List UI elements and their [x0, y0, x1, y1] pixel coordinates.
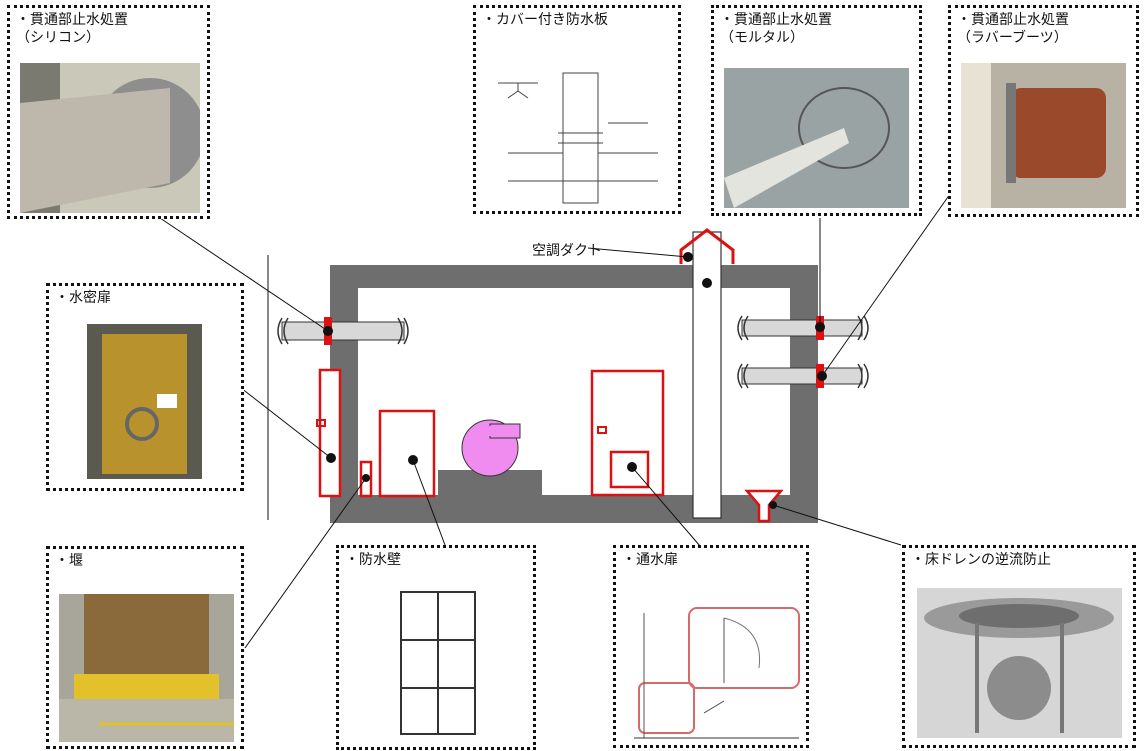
callout-weir-title: ・堰 [55, 553, 83, 569]
callout-mortar-title: ・貫通部止水処置 （モルタル） [720, 12, 832, 46]
floor-drain-photo [917, 588, 1122, 738]
flood-wall-drawing [400, 591, 476, 735]
air-duct [679, 228, 735, 519]
silicone-photo [20, 63, 200, 213]
flap-door-shape [590, 369, 665, 497]
callout-rubber-boots: ・貫通部止水処置 （ラバーブーツ） [948, 5, 1139, 217]
air-duct-label: 空調ダクト [532, 243, 602, 259]
cover-plate-drawing [498, 72, 658, 204]
callout-silicone-title: ・貫通部止水処置 （シリコン） [16, 12, 128, 46]
callout-floor-drain-title: ・床ドレンの逆流防止 [911, 552, 1051, 568]
building-walls [330, 265, 818, 523]
fan-shape [461, 419, 521, 477]
callout-watertight-door: ・水密扉 [46, 283, 244, 491]
watertight-door-shape [316, 368, 342, 498]
callout-cover-plate-title: ・カバー付き防水板 [482, 12, 608, 28]
mortar-photo [724, 68, 909, 208]
callout-flap-door: ・通水扉 [613, 545, 809, 748]
callout-weir: ・堰 [46, 546, 244, 749]
weir-photo [59, 594, 234, 742]
callout-floor-drain: ・床ドレンの逆流防止 [902, 545, 1136, 748]
watertight-door-photo [87, 324, 202, 479]
flood-wall-shape [378, 409, 436, 498]
callout-flood-wall: ・防水壁 [336, 545, 536, 750]
rubber-boots-photo [961, 63, 1126, 208]
leader-lines [159, 193, 951, 649]
callout-watertight-door-title: ・水密扉 [55, 290, 111, 306]
flap-door-drawing [634, 607, 800, 739]
callout-mortar: ・貫通部止水処置 （モルタル） [711, 5, 922, 216]
callout-silicone: ・貫通部止水処置 （シリコン） [7, 5, 210, 219]
floor-drain-shape [744, 489, 784, 523]
callout-flap-door-title: ・通水扉 [622, 552, 678, 568]
callout-rubber-boots-title: ・貫通部止水処置 （ラバーブーツ） [957, 12, 1069, 46]
weir-shape [359, 460, 373, 498]
callout-cover-plate: ・カバー付き防水板 [473, 5, 681, 214]
right-pipes [737, 315, 869, 389]
callout-flood-wall-title: ・防水壁 [345, 552, 401, 568]
